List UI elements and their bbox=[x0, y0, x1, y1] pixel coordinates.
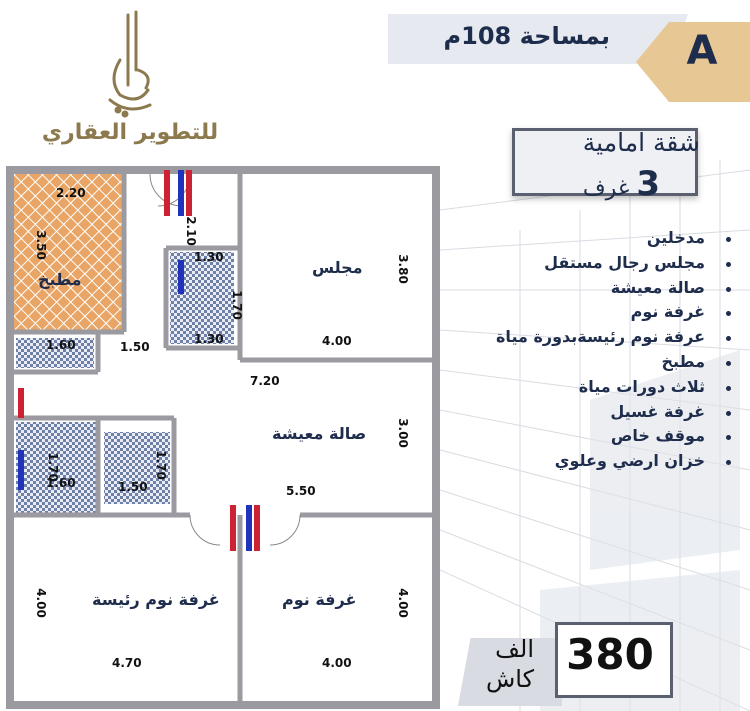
bullet-icon bbox=[726, 311, 731, 317]
dim-bath2-width: 1.60 bbox=[46, 476, 76, 490]
laundry-area bbox=[16, 338, 94, 368]
feature-item: مدخلين bbox=[470, 226, 731, 251]
dim-bath1-bottom: 1.30 bbox=[194, 332, 224, 346]
feature-item: مجلس رجال مستقل bbox=[470, 251, 731, 276]
bedroom-label: غرفة نوم bbox=[282, 590, 357, 609]
bullet-icon bbox=[726, 336, 731, 342]
kitchen-label: مطبخ bbox=[38, 270, 82, 289]
dim-bedroom-height: 4.00 bbox=[395, 588, 410, 618]
dim-majlis-width: 4.00 bbox=[322, 334, 352, 348]
bullet-icon bbox=[726, 237, 731, 242]
bullet-icon bbox=[726, 435, 731, 441]
dim-living-width: 5.50 bbox=[286, 484, 316, 498]
dim-master-height: 4.00 bbox=[33, 588, 48, 618]
feature-item: صالة معيشة bbox=[470, 276, 731, 301]
price-box bbox=[555, 622, 673, 698]
dim-laundry-width: 1.60 bbox=[46, 338, 76, 352]
features-list: مدخلين مجلس رجال مستقل صالة معيشة غرفة ن… bbox=[470, 226, 731, 474]
dim-bath3-width: 1.50 bbox=[118, 480, 148, 494]
living-room-label: صالة معيشة bbox=[272, 424, 367, 443]
dim-kitchen-height: 3.50 bbox=[33, 230, 48, 260]
apartment-type-title: شقة امامية bbox=[582, 128, 700, 157]
logo-tagline: للتطوير العقاري bbox=[41, 120, 219, 145]
bullet-icon bbox=[726, 385, 731, 391]
feature-item: خزان ارضي وعلوي bbox=[470, 449, 731, 474]
feature-item: مطبخ bbox=[470, 350, 731, 375]
dim-entry-width: 2.10 bbox=[183, 216, 198, 246]
dim-bath1-width: 1.30 bbox=[194, 250, 224, 264]
feature-item: موقف خاص bbox=[470, 424, 731, 449]
price-unit-tag bbox=[458, 638, 562, 706]
price-unit-line2: كاش bbox=[485, 665, 534, 693]
area-text: بمساحة 108م bbox=[443, 22, 610, 50]
rooms-word: غرف bbox=[582, 176, 630, 201]
developer-logo-icon bbox=[108, 10, 152, 118]
bath2-area bbox=[16, 422, 96, 514]
dim-bedroom-width: 4.00 bbox=[322, 656, 352, 670]
majlis-label: مجلس bbox=[312, 258, 363, 277]
plan-letter: A bbox=[686, 28, 718, 74]
feature-item: غرفة نوم bbox=[470, 300, 731, 325]
price-unit-line1: الف bbox=[495, 635, 534, 663]
apartment-rooms: 3 غرف bbox=[540, 164, 660, 204]
master-bedroom-label: غرفة نوم رئيسة bbox=[92, 590, 220, 609]
price-amount: 380 bbox=[566, 630, 654, 679]
feature-item: غرفة غسيل bbox=[470, 400, 731, 425]
background-perspective-lines bbox=[440, 160, 750, 711]
bath3-area bbox=[104, 432, 170, 504]
apartment-type-box bbox=[512, 128, 698, 196]
price-unit: الف كاش bbox=[470, 634, 534, 694]
area-banner bbox=[388, 14, 688, 64]
dim-bath3-height: 1.70 bbox=[153, 450, 168, 480]
dim-majlis-height: 3.80 bbox=[395, 254, 410, 284]
dim-hall-length: 7.20 bbox=[250, 374, 280, 388]
floor-plan bbox=[6, 166, 440, 709]
feature-item: عرفة نوم رئيسةبدورة مياة bbox=[470, 325, 731, 350]
dim-corridor-width: 1.50 bbox=[120, 340, 150, 354]
rooms-number: 3 bbox=[636, 164, 660, 204]
feature-item: ثلاث دورات مياة bbox=[470, 375, 731, 400]
kitchen-area bbox=[10, 174, 124, 330]
dim-master-width: 4.70 bbox=[112, 656, 142, 670]
dim-bath1-height: 1.70 bbox=[229, 290, 244, 320]
bullet-icon bbox=[726, 360, 731, 366]
bullet-icon bbox=[726, 286, 731, 292]
dim-kitchen-width: 2.20 bbox=[56, 186, 86, 200]
bullet-icon bbox=[726, 261, 731, 267]
bullet-icon bbox=[726, 410, 731, 416]
bullet-icon bbox=[726, 460, 731, 466]
dim-living-height: 3.00 bbox=[395, 418, 410, 448]
